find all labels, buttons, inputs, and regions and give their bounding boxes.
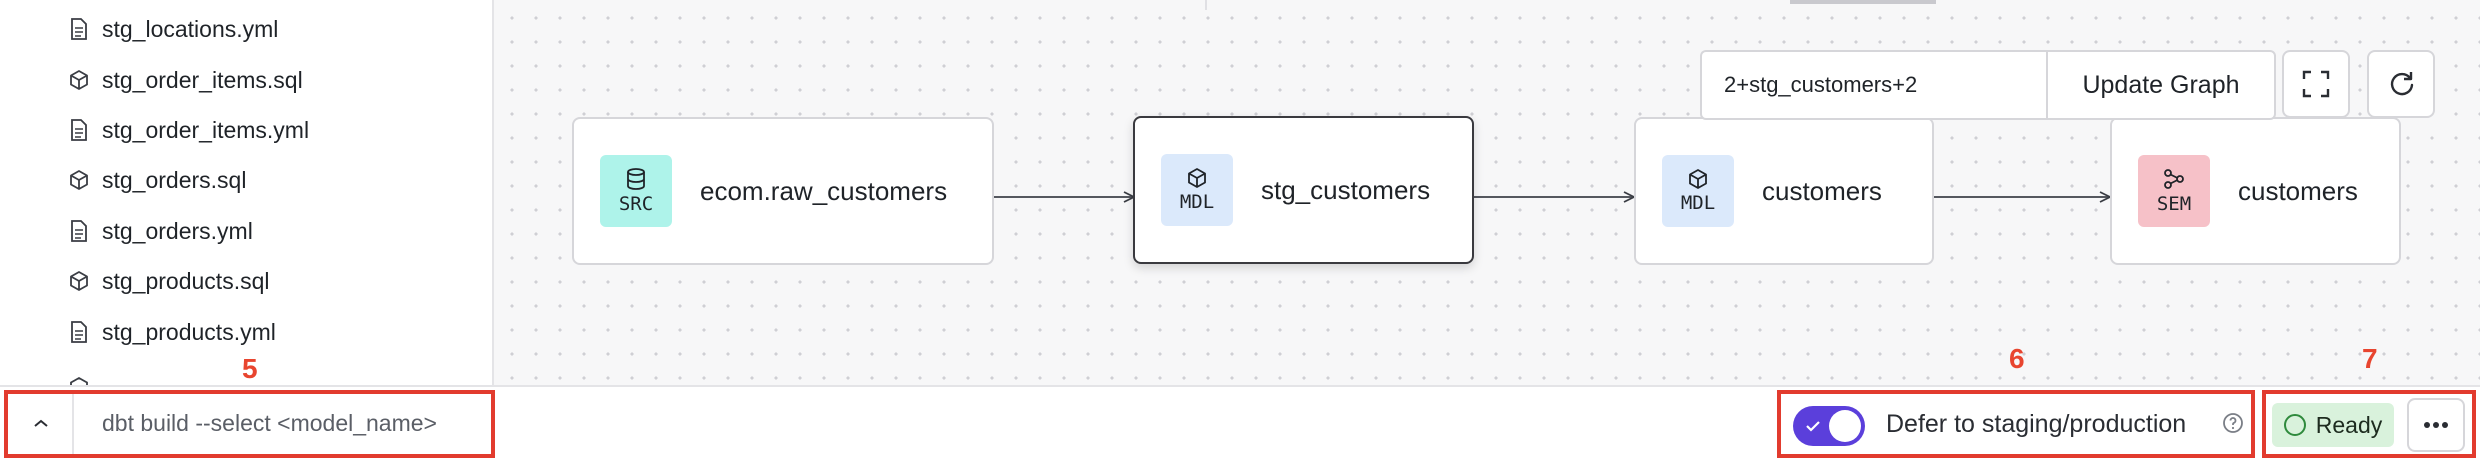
annotation-box-7 — [2262, 390, 2476, 458]
help-icon[interactable] — [2222, 412, 2244, 434]
divider — [1205, 0, 1207, 10]
more-horizontal-icon — [2424, 422, 2448, 428]
annotation-box-6 — [1777, 390, 2255, 458]
refresh-icon — [2390, 72, 2414, 96]
toggle-knob — [1829, 410, 1861, 442]
file-icon — [68, 16, 90, 42]
model-cube-icon — [68, 167, 90, 193]
divider — [72, 392, 74, 456]
file-name: stg_orders.sql — [102, 166, 247, 193]
status-badge: Ready — [2272, 403, 2394, 447]
annotation-number-5: 5 — [242, 353, 258, 384]
command-input[interactable]: dbt build --select <model_name> — [102, 410, 437, 436]
badge-label: MDL — [1680, 192, 1716, 214]
graph-selector-input[interactable] — [1700, 50, 2046, 120]
file-item[interactable]: stg_products.yml — [68, 307, 276, 357]
semantic-icon — [2164, 169, 2184, 189]
expand-console-button[interactable] — [10, 392, 72, 454]
graph-node-source[interactable]: SRC ecom.raw_customers — [572, 117, 994, 265]
graph-node-stg-customers[interactable]: MDL stg_customers — [1133, 116, 1474, 264]
database-icon — [627, 168, 645, 190]
node-label: ecom.raw_customers — [700, 175, 948, 206]
status-label: Ready — [2315, 411, 2383, 438]
status-ring-icon — [2283, 414, 2306, 436]
annotation-number-7: 7 — [2362, 343, 2378, 374]
file-item[interactable]: stg_order_items.sql — [68, 55, 303, 105]
annotation-box-5 — [4, 390, 495, 458]
file-icon — [68, 319, 90, 345]
file-item[interactable]: stg_products.sql — [68, 256, 269, 306]
model-cube-icon — [68, 374, 90, 385]
semantic-badge: SEM — [2138, 155, 2210, 227]
graph-node-customers-semantic[interactable]: SEM customers — [2110, 117, 2401, 265]
refresh-button[interactable] — [2367, 50, 2435, 118]
badge-label: MDL — [1179, 191, 1215, 213]
model-cube-icon — [68, 67, 90, 93]
active-tab-indicator — [1790, 0, 1936, 4]
file-name: stg_locations.yml — [102, 15, 279, 42]
model-cube-icon — [1188, 168, 1206, 188]
file-item[interactable]: stg_locations.yml — [68, 4, 278, 54]
source-badge: SRC — [600, 155, 672, 227]
chevron-up-icon — [34, 419, 48, 427]
file-name: stg_order_items.yml — [102, 116, 310, 143]
file-item[interactable]: stg_order_items.yml — [68, 105, 309, 155]
model-badge: MDL — [1662, 155, 1734, 227]
model-badge: MDL — [1161, 154, 1233, 226]
file-name: stg_order_items.sql — [102, 66, 303, 93]
defer-label: Defer to staging/production — [1886, 410, 2187, 438]
file-name: stg_orders.yml — [102, 217, 253, 244]
badge-label: SRC — [618, 193, 654, 215]
node-label: customers — [1762, 175, 1882, 206]
annotation-number-6: 6 — [2009, 343, 2025, 374]
node-label: stg_customers — [1261, 174, 1431, 205]
file-icon — [68, 218, 90, 244]
file-item[interactable]: stg_orders.yml — [68, 206, 253, 256]
model-cube-icon — [68, 268, 90, 294]
file-name: stg_products.sql — [102, 267, 270, 294]
update-graph-button[interactable]: Update Graph — [2046, 50, 2276, 120]
command-bar — [0, 385, 2480, 462]
node-label: customers — [2238, 175, 2358, 206]
file-icon — [68, 117, 90, 143]
file-name: stg_products.yml — [102, 318, 276, 345]
file-item[interactable]: stg_orders.sql — [68, 155, 246, 205]
more-options-button[interactable] — [2407, 398, 2465, 452]
fullscreen-button[interactable] — [2282, 50, 2350, 118]
fullscreen-icon — [2302, 70, 2330, 98]
badge-label: SEM — [2156, 193, 2192, 215]
graph-node-customers-model[interactable]: MDL customers — [1634, 117, 1934, 265]
file-explorer-sidebar: stg_locations.yml stg_order_items.sql st… — [0, 0, 494, 385]
check-icon — [1806, 421, 1820, 432]
defer-toggle[interactable] — [1793, 406, 1865, 446]
model-cube-icon — [1689, 169, 1707, 189]
file-item-clipped[interactable] — [68, 362, 102, 385]
